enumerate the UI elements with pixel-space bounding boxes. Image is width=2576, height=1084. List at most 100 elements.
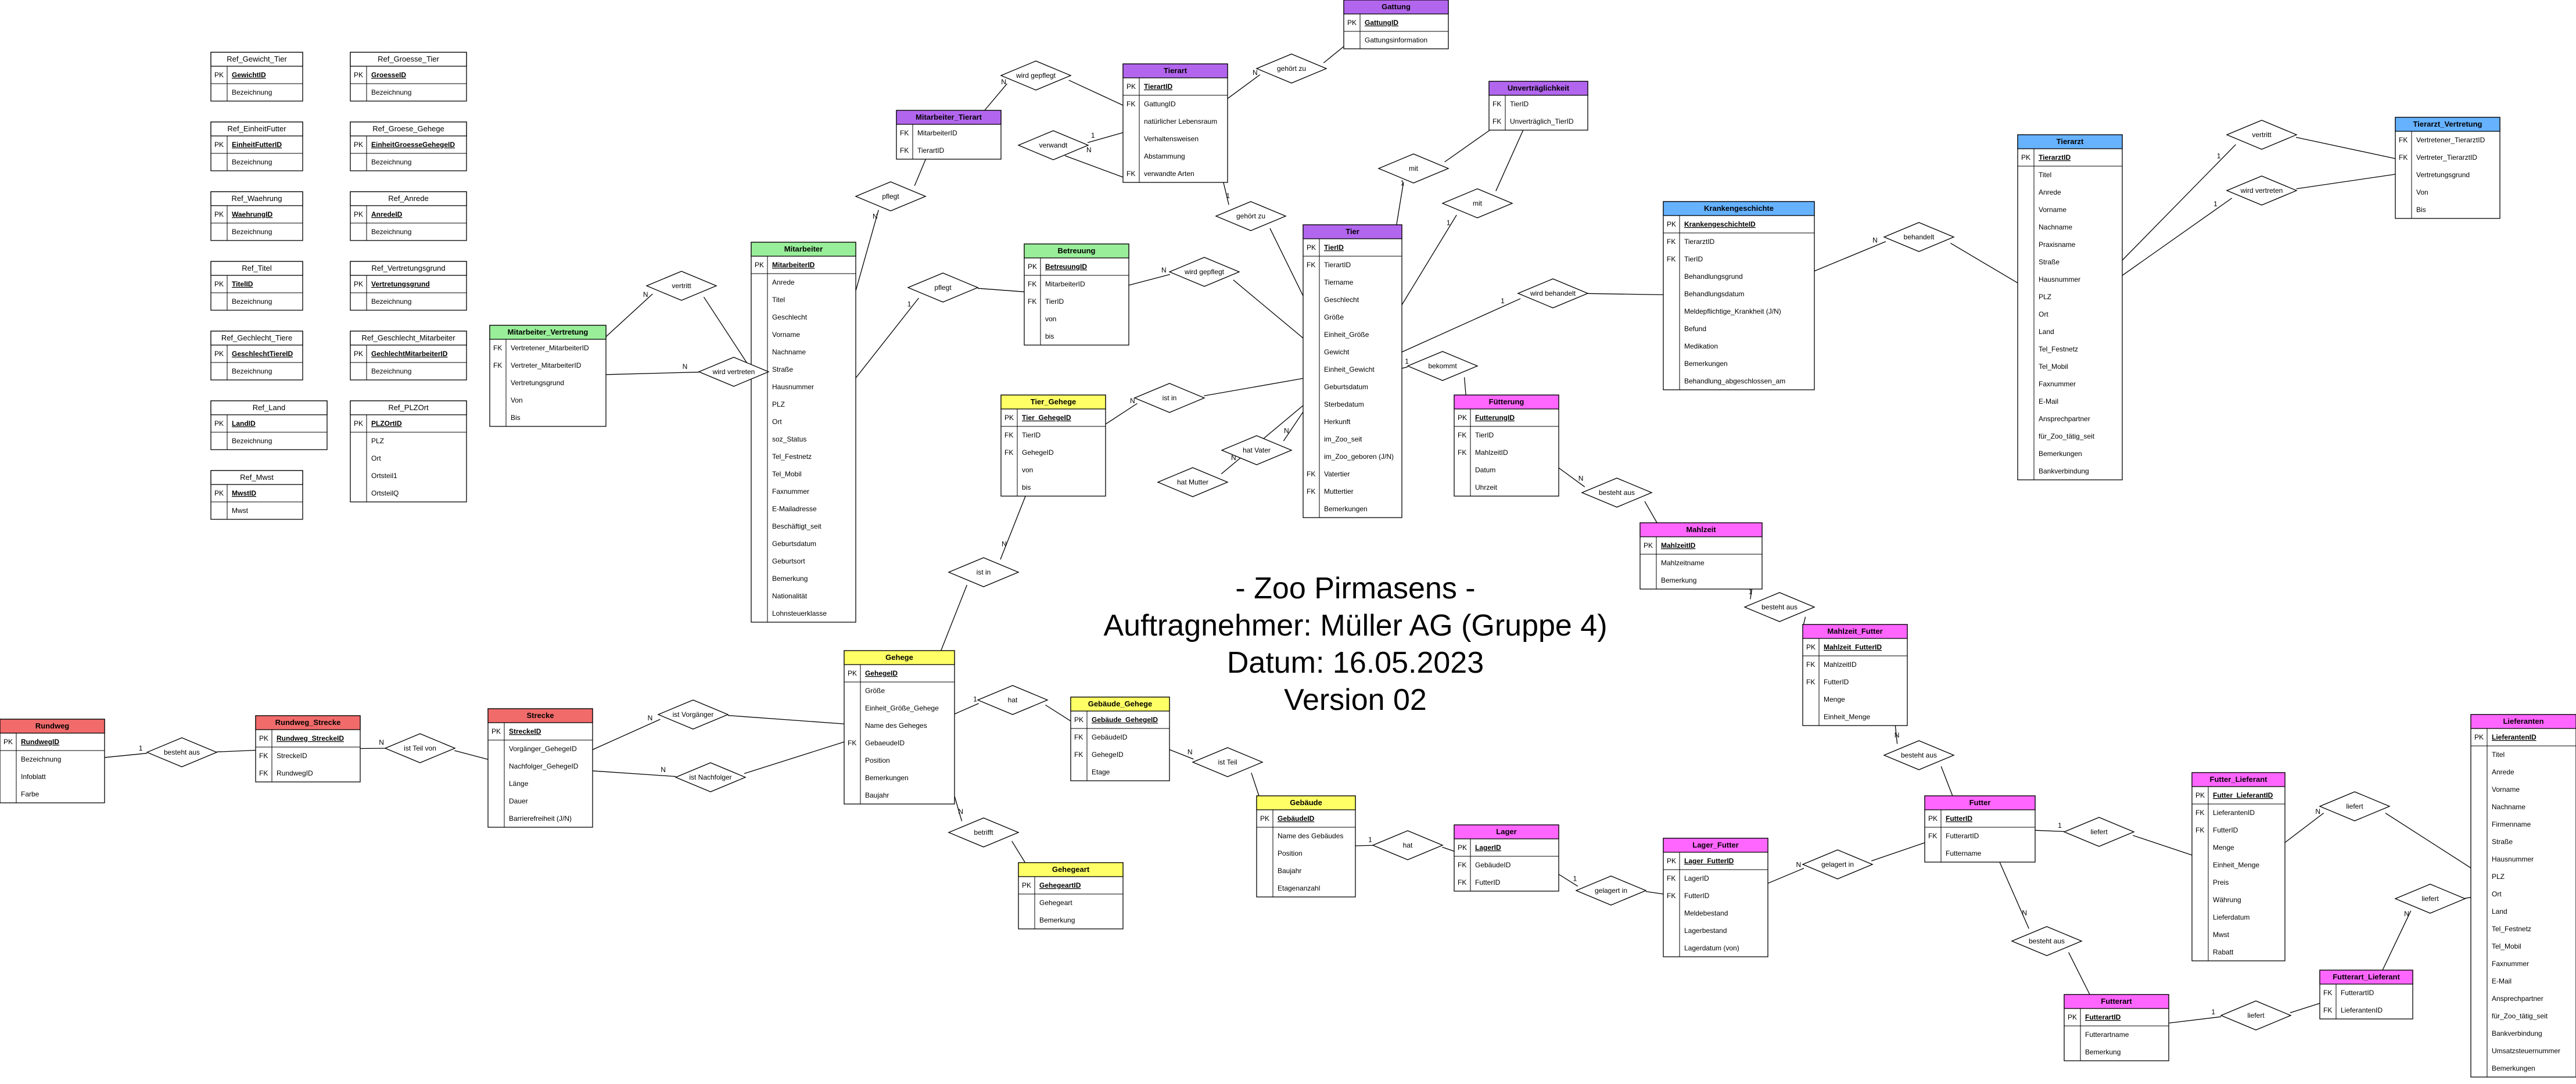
relationship-r-wirdbehandelt[interactable]: wird behandelt [1518,279,1588,308]
relationship-r-vertritt-ta[interactable]: vertritt [2227,120,2297,149]
relationship-r-gelagertin1[interactable]: gelagert in [1576,876,1646,905]
attribute: für_Zoo_tätig_seit [2039,432,2095,440]
relationship-label: wird gepflegt [1016,71,1056,80]
attribute: Titel [2492,751,2505,759]
relationship-r-mit1[interactable]: mit [1379,154,1448,183]
relationship-r-istnachfolger[interactable]: ist Nachfolger [676,763,745,792]
cardinality-label: N [661,766,666,774]
relationship-r-istin1[interactable]: ist in [1135,383,1204,412]
relationship-r-pflegt1[interactable]: pflegt [856,182,925,211]
relationship-r-wirdgepflegt1[interactable]: wird gepflegt [1001,61,1071,90]
relationship-r-vertritt-ma[interactable]: vertritt [647,271,716,300]
relationship-r-mit2[interactable]: mit [1443,189,1512,218]
relationship-r-gehoertzu2[interactable]: gehört zu [1216,202,1286,231]
attribute: Bezeichnung [232,88,272,96]
relationship-r-istvorgaenger[interactable]: ist Vorgänger [658,700,728,729]
attribute: Rundweg_StreckeID [277,734,344,742]
relationship-r-bekommt[interactable]: bekommt [1408,351,1477,381]
attribute: Abstammung [1144,152,1185,160]
relationship-r-liefert1[interactable]: liefert [2064,817,2134,846]
relationship-label: besteht aus [1599,489,1635,497]
entity-name: Futterart_Lieferant [2333,972,2400,981]
attribute: TierartID [917,146,945,155]
relationship-r-bestehtaus4[interactable]: besteht aus [2012,927,2082,956]
relationship-r-behandelt[interactable]: behandelt [1884,222,1954,252]
relationship-r-liefert2[interactable]: liefert [2320,792,2390,821]
relationship-r-bestehtaus3[interactable]: besteht aus [1884,741,1954,770]
relationship-r-wirdvertreten-ta[interactable]: wird vertreten [2227,176,2297,205]
connector-line [454,751,488,759]
relationship-r-hat2[interactable]: hat [1373,831,1443,860]
relationship-r-liefert4[interactable]: liefert [2395,884,2465,913]
key-type: FK [1806,678,1815,686]
relationship-r-hatmutter[interactable]: hat Mutter [1158,468,1228,497]
cardinality-label: N [2404,910,2409,918]
relationship-label: hat [1403,841,1413,849]
relationship-r-istteil[interactable]: ist Teil [1193,748,1262,777]
attribute: Ort [2039,310,2048,318]
relationship-r-betrifft[interactable]: betrifft [949,818,1018,847]
relationship-r-bestehtaus-rw[interactable]: besteht aus [147,738,217,767]
relationship-r-istteilvon[interactable]: ist Teil von [385,734,455,763]
relationship-r-liefert3[interactable]: liefert [2221,1001,2291,1030]
relationship-r-wirdgepflegt2[interactable]: wird gepflegt [1169,257,1239,286]
key-type: FK [1126,100,1135,108]
attribute: Bezeichnung [232,158,272,166]
key-type: PK [755,261,764,269]
entity-name: Lager [1496,827,1516,836]
relationship-r-bestehtaus1[interactable]: besteht aus [1582,478,1652,507]
relationship-r-gelagertin2[interactable]: gelagert in [1803,850,1872,879]
relationship-r-istin2[interactable]: ist in [949,558,1018,587]
entity-name: Lieferanten [2503,717,2543,726]
relationship-r-verwandt[interactable]: verwandt [1018,131,1088,160]
relationship-r-hat[interactable]: hat [978,685,1047,715]
relationship-r-pflegt2[interactable]: pflegt [908,273,978,302]
relationship-r-bestehtaus2[interactable]: besteht aus [1745,593,1814,622]
relationship-r-gehoertzu1[interactable]: gehört zu [1257,54,1326,83]
attribute: TierarztID [1684,238,1715,246]
cardinality-label: 1 [1401,179,1405,187]
